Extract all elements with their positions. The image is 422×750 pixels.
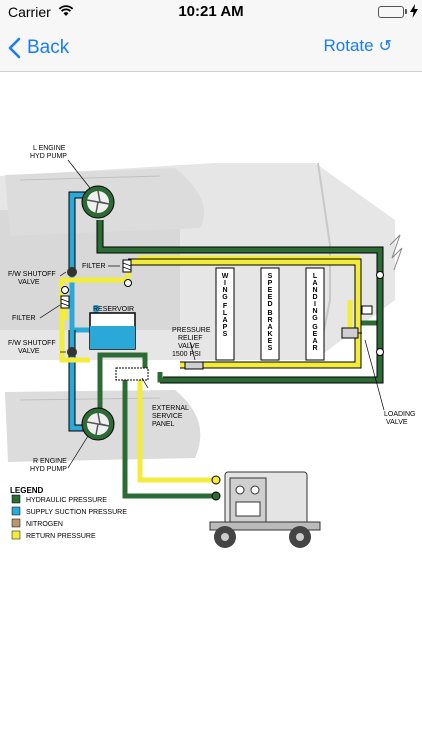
label-l-engine: L ENGINE [33,145,66,152]
legend-swatch [11,530,21,540]
label-loading: LOADING [384,411,416,418]
legend-swatch [11,494,21,504]
hydraulic-system-diagram: L ENGINE HYD PUMP FILTER F/W SHUTOFF VAL… [0,145,416,548]
label-filter-left: FILTER [12,315,36,322]
navigation-bar: Back Rotate ↺ [0,24,422,72]
clock: 10:21 AM [178,3,244,20]
legend-title: LEGEND [10,486,44,495]
fw-shutoff-valve-icon [67,267,77,357]
label-relief-3: VALVE [178,343,200,350]
label-relief-4: 1500 PSI [172,351,201,358]
legend-item-label: RETURN PRESSURE [26,533,96,540]
label-l-engine-pump: HYD PUMP [30,153,67,160]
charging-bolt-icon [410,4,418,23]
legend-item-label: SUPPLY SUCTION PRESSURE [26,509,127,516]
back-button[interactable]: Back [8,34,69,62]
label-external-2: SERVICE [152,413,183,420]
loading-valve-icon [341,327,362,339]
legend-swatch [11,506,21,516]
relief-valve-icon [184,361,204,370]
label-fw-shutoff-bottom: F/W SHUTOFF [8,340,56,347]
label-fw-shutoff-top: F/W SHUTOFF [8,271,56,278]
legend-item-label: HYDRAULIC PRESSURE [26,497,107,504]
label-relief-2: RELIEF [178,335,203,342]
label-loading-valve: VALVE [386,419,408,426]
legend-item-label: NITROGEN [26,521,63,528]
back-label: Back [27,37,70,58]
chevron-left-icon [8,37,21,59]
label-external-1: EXTERNAL [152,405,189,412]
legend-swatch [11,518,21,528]
filter-icon [60,259,373,315]
label-fw-shutoff-bottom-valve: VALVE [18,348,40,355]
label-relief-1: PRESSURE [172,327,211,334]
label-reservoir: RESERVOIR [93,306,134,313]
reservoir-tank [89,312,136,350]
external-service-panel [115,367,149,381]
leader-lines [39,159,385,469]
component-labels: L ENGINE HYD PUMP FILTER F/W SHUTOFF VAL… [8,145,416,473]
label-r-engine-pump: HYD PUMP [30,466,67,473]
check-valve-icon [61,271,384,356]
right-engine-hyd-pump-icon [81,407,115,441]
carrier-label: Carrier [8,4,51,20]
rotate-button[interactable]: Rotate ↺ [324,36,393,56]
label-filter-top: FILTER [82,263,106,270]
label-external-3: PANEL [152,421,175,428]
rotate-label: Rotate [323,36,374,55]
rotate-icon: ↺ [378,38,392,55]
legend: LEGEND HYDRAULIC PRESSURE SUPPLY SUCTION … [10,486,127,540]
actuator-columns [215,267,325,361]
label-fw-shutoff-top-valve: VALVE [18,279,40,286]
wifi-icon [58,4,74,23]
battery-cap [405,9,407,14]
status-bar: Carrier 10:21 AM [0,0,422,24]
battery-icon [378,6,404,18]
left-engine-hyd-pump-icon [81,185,115,219]
ground-cart-icon [209,471,321,548]
label-r-engine: R ENGINE [33,458,67,465]
